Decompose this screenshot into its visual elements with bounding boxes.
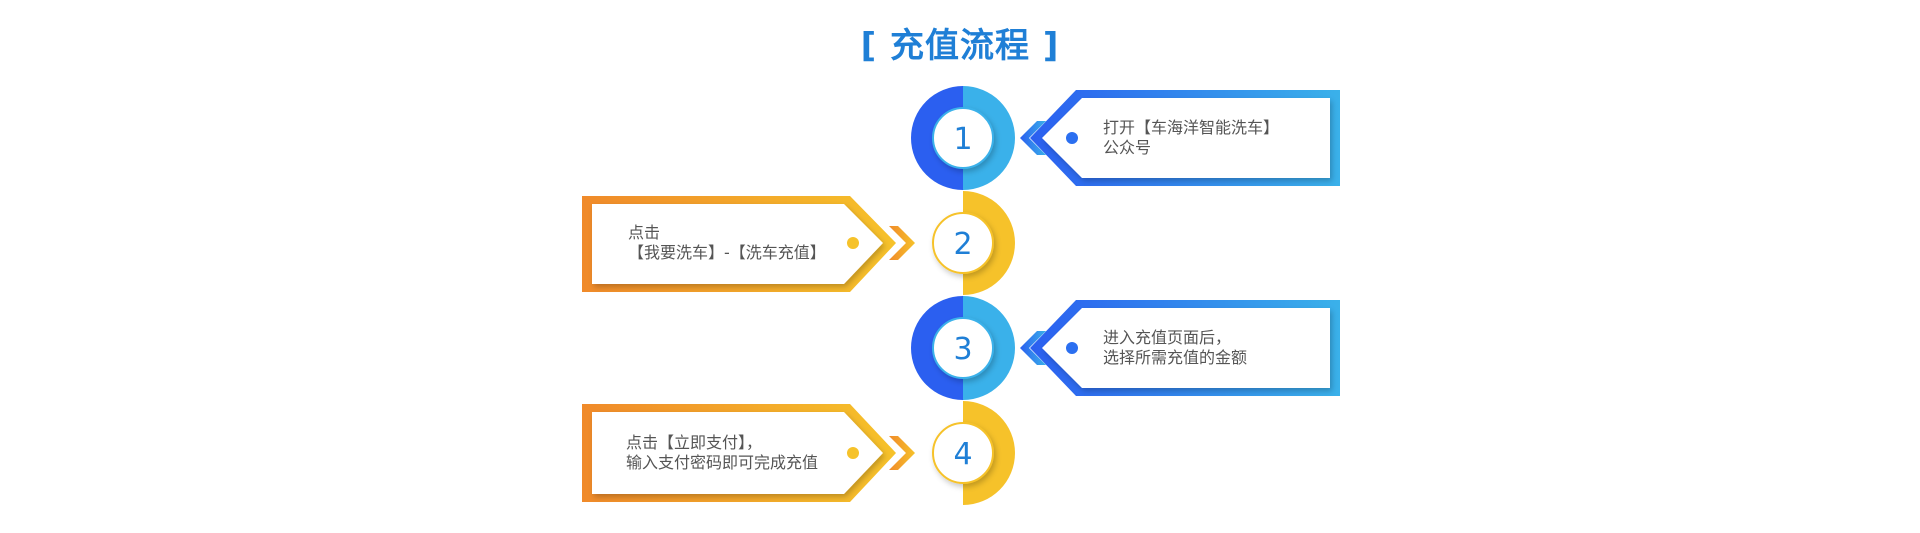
step-3 bbox=[911, 296, 1340, 400]
step-4-label: 点击【立即支付】， 输入支付密码即可完成充值 bbox=[626, 433, 818, 473]
step-2-dot bbox=[847, 237, 859, 249]
step-3-card bbox=[1042, 308, 1330, 388]
step-3-chevron bbox=[1020, 331, 1046, 365]
step-2-number-circle bbox=[932, 212, 994, 274]
step-2-line-2: 【我要洗车】-【洗车充值】 bbox=[628, 243, 826, 262]
step-1-number-circle bbox=[932, 107, 994, 169]
step-2 bbox=[582, 191, 1015, 295]
step-1-number: 1 bbox=[953, 122, 972, 157]
step-1-line-1: 打开【车海洋智能洗车】 bbox=[1103, 118, 1280, 137]
step-2-card bbox=[592, 204, 883, 284]
step-4-chevron bbox=[889, 436, 915, 470]
step-2-line-1: 点击 bbox=[628, 223, 661, 242]
step-3-number-circle bbox=[932, 317, 994, 379]
step-4-dot bbox=[847, 447, 859, 459]
step-3-line-2: 选择所需充值的金额 bbox=[1103, 348, 1248, 367]
step-4-card bbox=[592, 412, 883, 494]
step-2-label: 点击 【我要洗车】-【洗车充值】 bbox=[628, 223, 826, 263]
step-1 bbox=[911, 86, 1340, 190]
step-4-line-1: 点击【立即支付】， bbox=[626, 433, 763, 452]
step-3-line-1: 进入充值页面后， bbox=[1103, 328, 1232, 347]
step-2-number: 2 bbox=[953, 227, 972, 262]
step-2-chevron bbox=[889, 226, 915, 260]
step-4-line-2: 输入支付密码即可完成充值 bbox=[626, 453, 819, 472]
step-3-label: 进入充值页面后， 选择所需充值的金额 bbox=[1103, 328, 1247, 368]
step-1-chevron bbox=[1020, 121, 1046, 155]
step-3-number: 3 bbox=[953, 332, 972, 367]
step-1-card bbox=[1042, 98, 1330, 178]
step-1-dot bbox=[1066, 132, 1078, 144]
page-title: [ 充值流程 ] bbox=[860, 26, 1060, 66]
step-1-line-2: 公众号 bbox=[1103, 138, 1152, 157]
step-1-label: 打开【车海洋智能洗车】 公众号 bbox=[1103, 118, 1279, 158]
step-4-number: 4 bbox=[953, 437, 972, 472]
step-4-number-circle bbox=[932, 422, 994, 484]
step-4 bbox=[582, 401, 1015, 505]
step-3-dot bbox=[1066, 342, 1078, 354]
